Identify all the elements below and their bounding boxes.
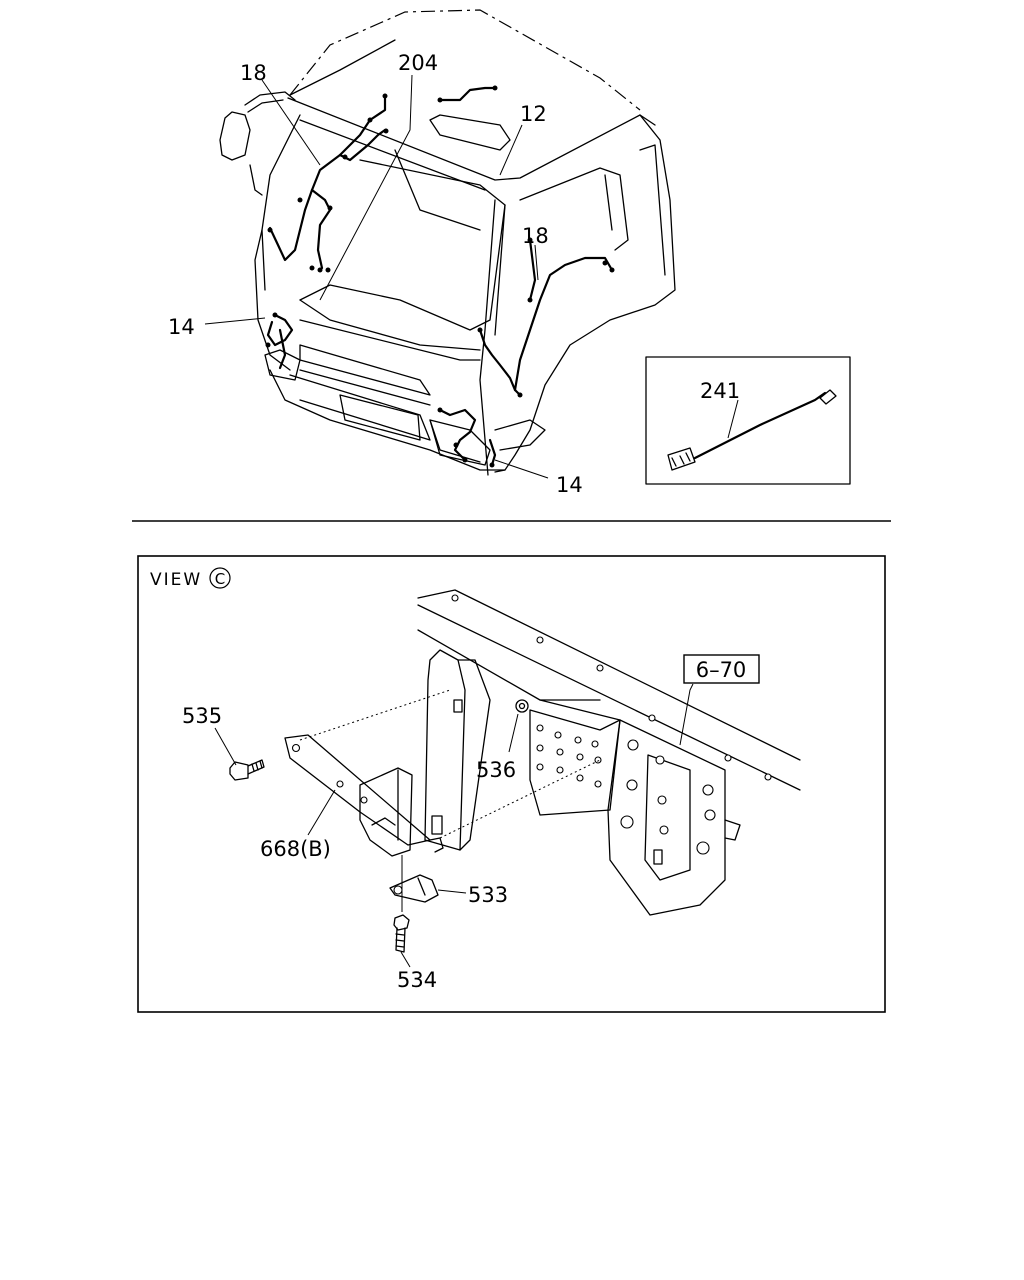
callout-12: 12: [520, 102, 547, 126]
view-letter: C: [215, 570, 225, 588]
view-label: VIEW: [150, 570, 202, 590]
truck-cab-illustration: [204, 9, 676, 479]
callout-668b: 668(B): [260, 837, 331, 861]
callout-14-left: 14: [168, 315, 195, 339]
callout-204: 204: [398, 51, 438, 75]
callout-18-right: 18: [522, 224, 549, 248]
view-letter-circle: [209, 567, 231, 589]
view-c-frame: [137, 555, 886, 1013]
callout-534: 534: [397, 968, 437, 992]
ref-box-6-70: [683, 654, 760, 684]
callout-533: 533: [468, 883, 508, 907]
callout-14-right: 14: [556, 473, 583, 497]
callout-536: 536: [476, 758, 516, 782]
inset-harness-241: [645, 356, 851, 485]
callout-18-left: 18: [240, 61, 267, 85]
callout-6-70: 6–70: [696, 658, 747, 682]
callout-241: 241: [700, 379, 740, 403]
frame-rail-illustration: [214, 589, 801, 968]
callout-535: 535: [182, 704, 222, 728]
